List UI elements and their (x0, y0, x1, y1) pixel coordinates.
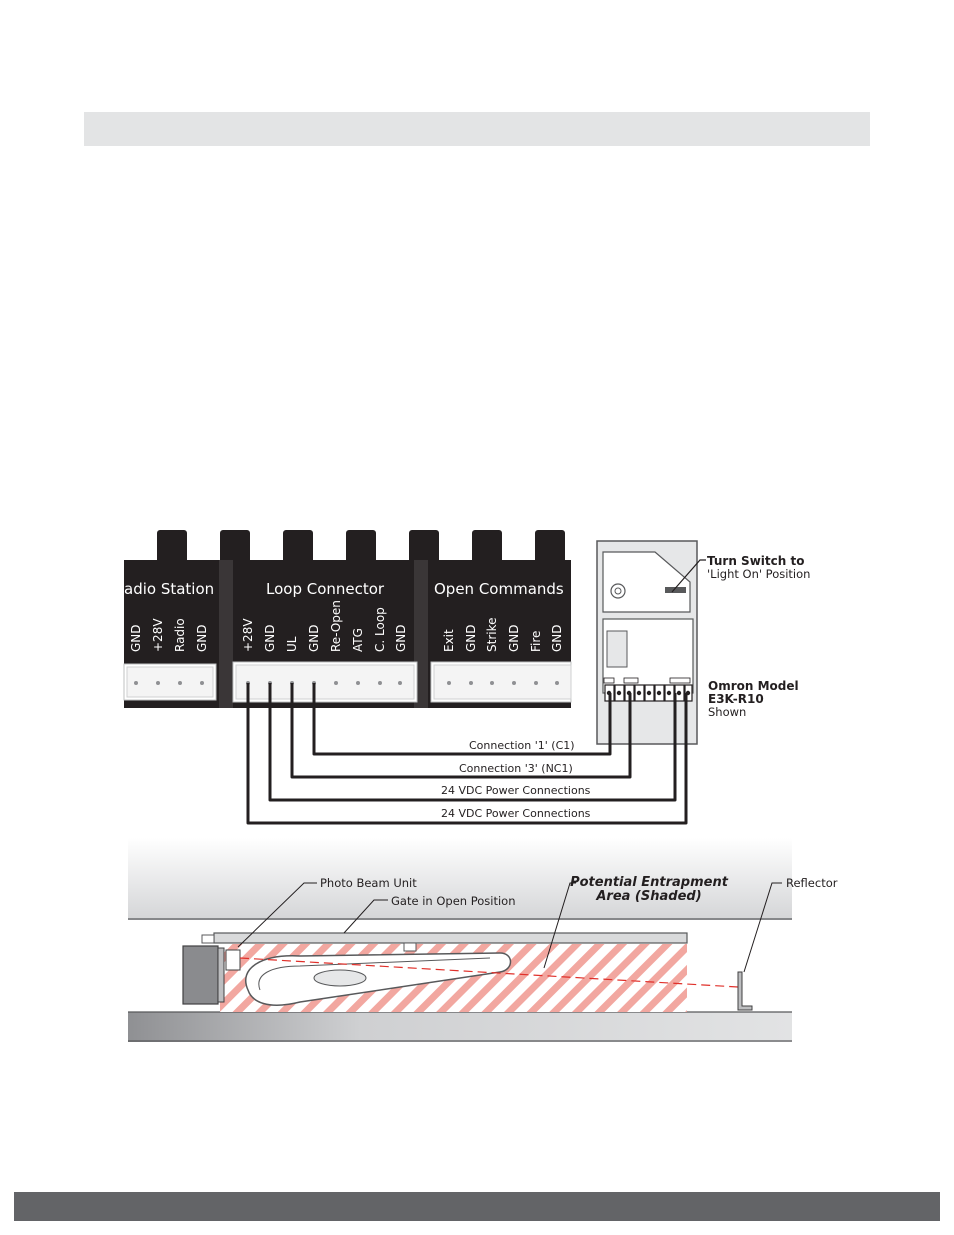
connection-label: Connection '1' (C1) (469, 739, 575, 752)
photo-sensor-unit: Turn Switch to 'Light On' Position Omron… (596, 540, 810, 745)
terminal-label: ATG (351, 628, 365, 652)
reflector-icon (737, 971, 753, 1011)
terminal-label: GND (394, 624, 408, 652)
entrapment-label: Potential Entrapment (570, 875, 729, 890)
terminal-label: Re-Open (329, 600, 343, 652)
terminal-label: C. Loop (373, 607, 387, 652)
wiring (246, 683, 688, 825)
wire-nc1 (290, 683, 632, 779)
terminal-label: Strike (485, 618, 499, 653)
control-board: adio Station Loop Connector Open Command… (123, 530, 572, 708)
terminal-label: GND (263, 624, 277, 652)
switch-callout-sublabel: 'Light On' Position (707, 567, 810, 581)
wire-power-2 (246, 683, 688, 825)
wire-power-1 (268, 683, 677, 802)
entrapment-sublabel: Area (Shaded) (595, 889, 701, 904)
terminal-label: +28V (241, 618, 255, 652)
photo-beam-label: Photo Beam Unit (320, 876, 417, 890)
terminal-label: GND (195, 624, 209, 652)
connection-label: 24 VDC Power Connections (441, 807, 591, 820)
terminal-label: GND (550, 624, 564, 652)
switch-callout-label: Turn Switch to (707, 554, 804, 568)
sensor-model-number: E3K-R10 (708, 692, 764, 706)
footer-bar (14, 1192, 940, 1221)
gate-leaf (213, 932, 688, 944)
terminal-label: GND (464, 624, 478, 652)
connection-label: 24 VDC Power Connections (441, 784, 591, 797)
sensor-model-label: Omron Model (708, 679, 799, 693)
light-on-switch-icon (665, 587, 686, 593)
sensor-model-note: Shown (708, 705, 746, 719)
gate-open-label: Gate in Open Position (391, 894, 515, 908)
terminal-label: GND (307, 624, 321, 652)
header-bar (84, 112, 870, 146)
radio-station-title: adio Station (124, 580, 214, 598)
terminal-label: GND (507, 624, 521, 652)
wire-c1 (312, 683, 612, 756)
photo-beam-unit (182, 945, 219, 1005)
gate-layout: Photo Beam Unit Gate in Open Position Po… (128, 838, 838, 1042)
terminal-label: Fire (529, 631, 543, 652)
open-commands-title: Open Commands (434, 580, 564, 598)
connection-label: Connection '3' (NC1) (459, 762, 573, 775)
terminal-label: +28V (151, 618, 165, 652)
terminal-label: GND (129, 624, 143, 652)
terminal-label: UL (285, 636, 299, 652)
terminal-label: Radio (173, 618, 187, 652)
operator-arm (245, 952, 512, 1006)
reflector-label: Reflector (786, 876, 838, 890)
loop-connector-title: Loop Connector (266, 580, 385, 598)
terminal-label: Exit (442, 629, 456, 652)
